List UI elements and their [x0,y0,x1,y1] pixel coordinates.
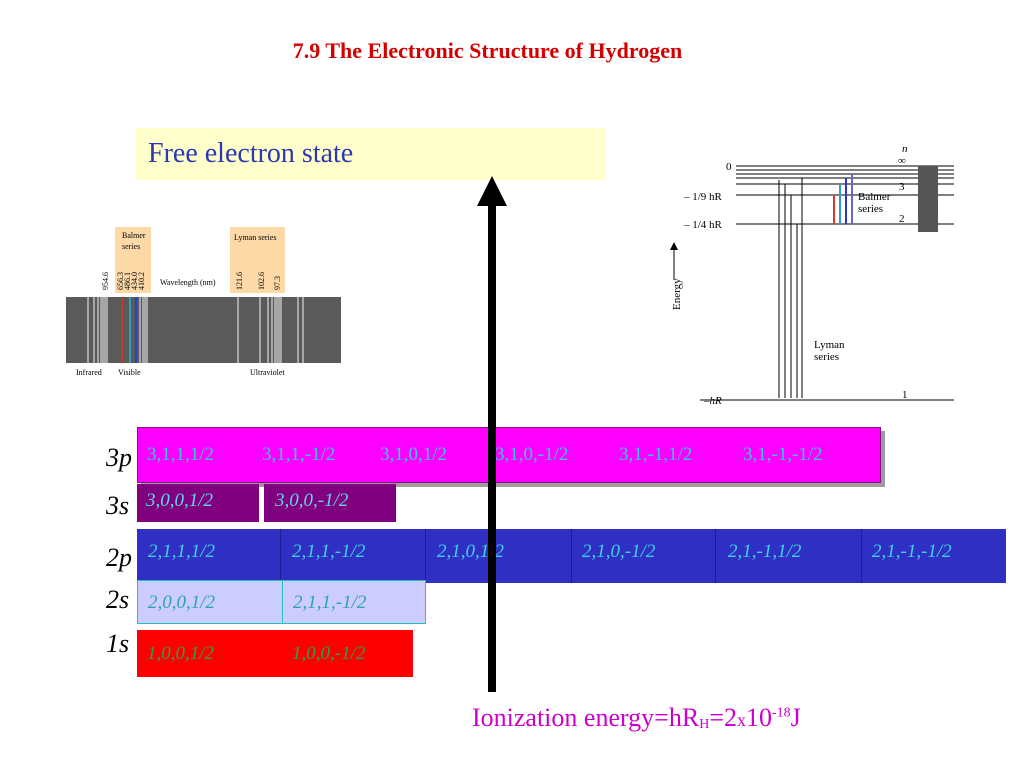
orbital-row-3s-b: 3,0,0,-1/2 [264,484,396,522]
wavelength-axis-label: Wavelength (nm) [160,278,216,287]
balmer-series-label-1: Balmer [122,231,146,240]
zero-label: 0 [726,161,732,173]
tick-486: 486.1 [123,272,132,290]
orbital-label-1s: 1s [106,629,130,658]
state-3p-6: 3,1,-1,-1/2 [743,444,823,465]
n3-label: 3 [899,181,905,193]
orbital-row-2p: 2,1,1,1/2 2,1,1,-1/2 2,1,0,1/2 2,1,0,-1/… [137,529,1006,583]
spectrum-strip [918,166,938,232]
state-3p-2: 3,1,1,-1/2 [262,444,336,465]
state-2p-2: 2,1,1,-1/2 [292,541,366,562]
state-2p-3: 2,1,0,1/2 [437,541,505,562]
minus-ninth-hr-label: – 1/9 hR [683,191,723,203]
state-1s-2: 1,0,0,-1/2 [292,643,366,664]
state-2p-5: 2,1,-1,1/2 [728,541,802,562]
tick-97: 97.3 [273,276,282,290]
energy-level-diagram: n ∞ 0 – 1/9 hR – 1/4 hR –hR Energy 3 2 1… [670,143,954,407]
tick-102: 102.6 [257,272,266,290]
state-2p-1: 2,1,1,1/2 [148,541,216,562]
ionization-energy-label: Ionization energy=hRH=2x10-18J [472,703,801,732]
state-2s-2: 2,1,1,-1/2 [293,592,367,613]
state-2p-4: 2,1,0,-1/2 [582,541,656,562]
tick-410: 410.2 [137,272,146,290]
lyman-label-2: series [814,351,839,363]
ionization-arrow-head [477,176,507,206]
page-title: 7.9 The Electronic Structure of Hydrogen [292,38,683,63]
state-3s-1: 3,0,0,1/2 [146,490,214,511]
balmer-label-2: series [858,203,883,215]
ionization-arrow-shaft [488,200,496,692]
hydrogen-spectrum: Balmer series Lyman series Wavelength (n… [66,227,341,377]
orbital-row-3s-a: 3,0,0,1/2 [137,484,259,522]
tick-656: 656.3 [116,272,125,290]
lyman-label-1: Lyman [814,339,845,351]
balmer-label-1: Balmer [858,191,891,203]
balmer-highlight [115,227,151,293]
infrared-label: Infrared [76,368,102,377]
state-3p-3: 3,1,0,1/2 [380,444,448,465]
state-1s-1: 1,0,0,1/2 [147,643,215,664]
n-label: n [902,143,908,155]
n2-label: 2 [899,213,905,225]
orbital-label-2s: 2s [106,585,130,614]
orbital-label-2p: 2p [106,543,132,572]
free-electron-state-box: Free electron state [136,128,606,180]
state-3s-2: 3,0,0,-1/2 [275,490,349,511]
ultraviolet-label: Ultraviolet [250,368,285,377]
orbital-row-1s: 1,0,0,1/2 1,0,0,-1/2 [137,630,413,677]
minus-hr-label: –hR [703,395,722,407]
infinity-label: ∞ [898,155,906,167]
spectrum-band [66,297,341,363]
n1-label: 1 [902,389,908,401]
tick-121: 121.6 [235,272,244,290]
orbital-label-3p: 3p [106,443,132,472]
lyman-highlight [230,227,285,293]
visible-label: Visible [118,368,141,377]
state-2s-1: 2,0,0,1/2 [148,592,216,613]
balmer-series-label-2: series [122,242,140,251]
state-3p-4: 3,1,0,-1/2 [495,444,569,465]
state-2p-6: 2,1,-1,-1/2 [872,541,952,562]
orbital-label-3s: 3s [106,491,130,520]
minus-quarter-hr-label: – 1/4 hR [683,219,723,231]
state-3p-5: 3,1,-1,1/2 [619,444,693,465]
lyman-series-label: Lyman series [234,233,276,242]
orbital-row-2s: 2,0,0,1/2 2,1,1,-1/2 [137,580,426,624]
tick-954: 954.6 [101,272,110,290]
tick-434: 434.0 [130,272,139,290]
free-electron-state-label: Free electron state [148,138,354,169]
state-3p-1: 3,1,1,1/2 [147,444,215,465]
orbital-row-3p: 3,1,1,1/2 3,1,1,-1/2 3,1,0,1/2 3,1,0,-1/… [137,427,881,483]
energy-axis-label: Energy [671,278,683,310]
